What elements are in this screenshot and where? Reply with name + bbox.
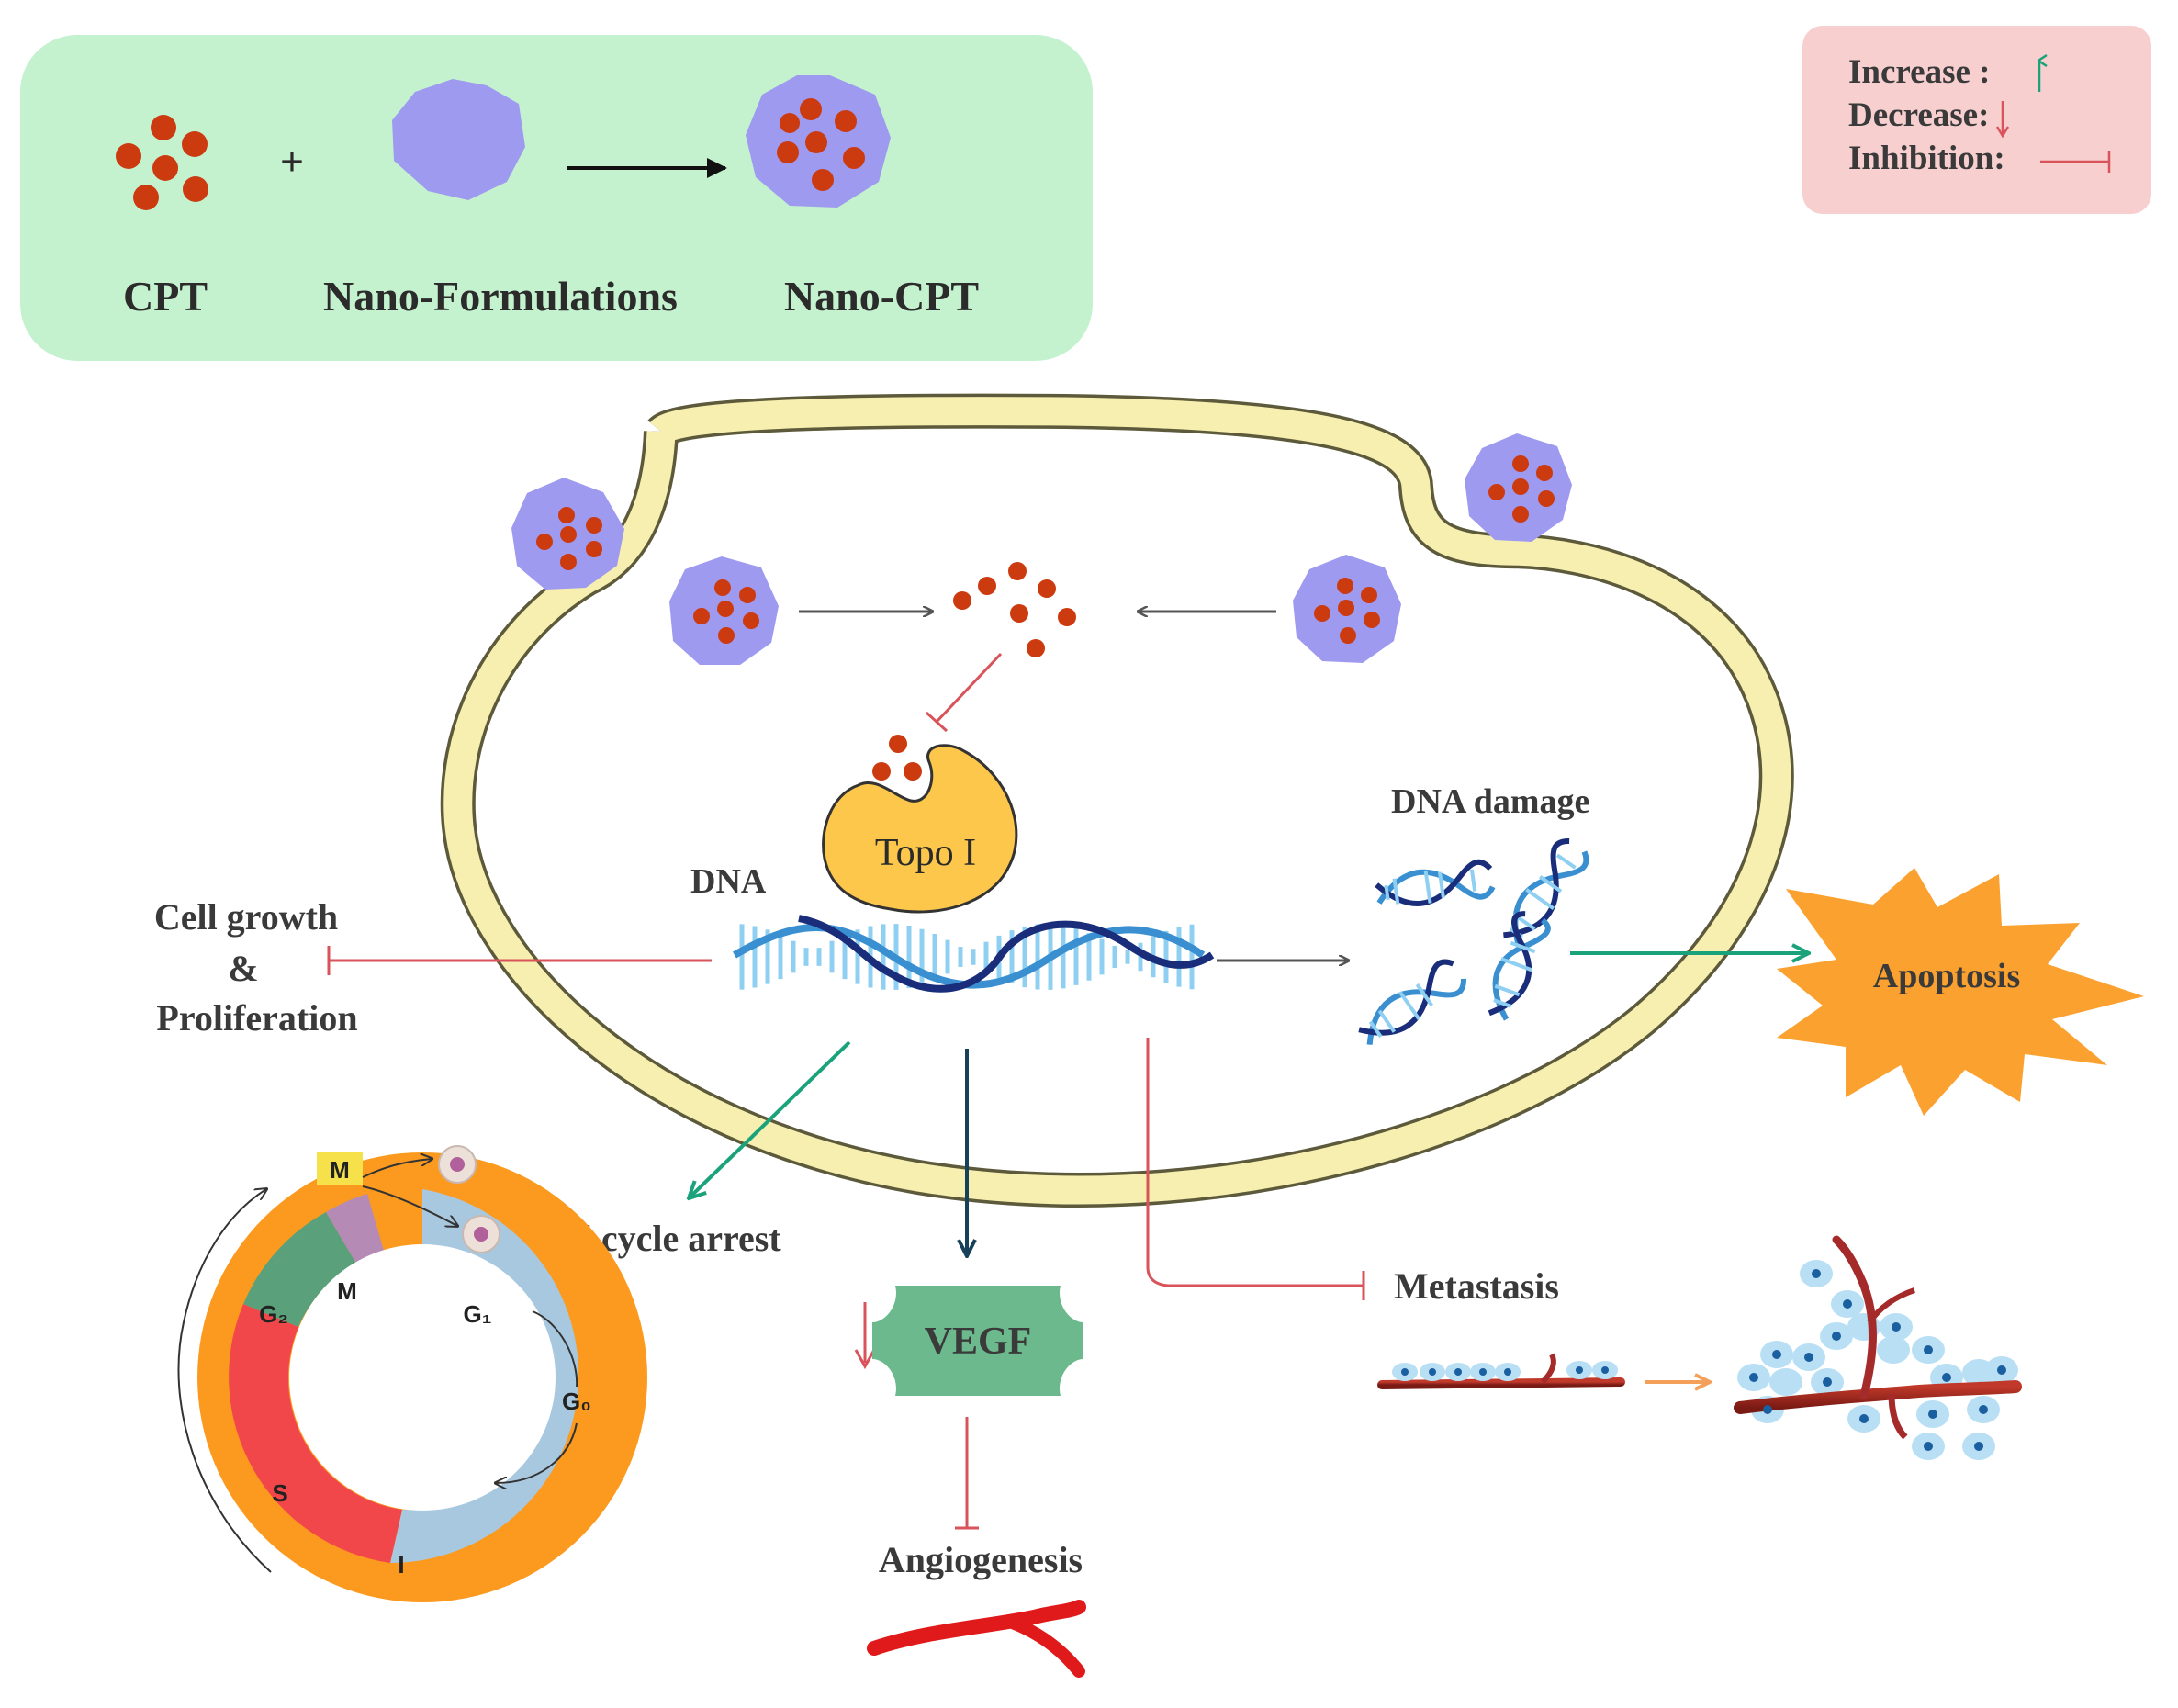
cell-cycle-g0-label: G₀ [562,1388,591,1415]
cell-cycle-i-label: I [398,1551,404,1579]
legend-background [1802,26,2151,214]
cell-growth-label-line1: Cell growth [154,896,338,938]
dna-label: DNA [690,862,767,901]
cell-cycle-wheel: M M G₂ G₁ S I G₀ [177,1145,647,1602]
g0-loop-arrow [496,1310,578,1483]
label-nano-formulations: Nano-Formulations [323,273,678,320]
cell-cycle-g1-segment [390,1189,579,1563]
released-cpt-molecules [953,562,1076,657]
cell-growth-label-line3: Proliferation [156,997,357,1039]
legend-inhibition-label: Inhibition: [1848,140,2005,177]
apoptosis-label: Apoptosis [1873,957,2021,995]
vegf-decrease-arrow-icon [854,1302,876,1370]
cell-cycle-inner-m-label: M [337,1277,357,1305]
cell-cycle-outer-m-box [317,1152,363,1185]
nanoparticle-outer-left [511,478,624,590]
metastasis-early-illustration [1377,1353,1625,1389]
bound-cpt-molecules [872,735,922,781]
cell-cycle-s-label: S [272,1479,287,1507]
dna-rungs [739,924,1195,990]
daughter-cells-icon [362,1145,500,1253]
nanoparticle-inner-left [669,556,779,665]
dna-to-cell-cycle-arrow [689,1040,851,1198]
cell-cycle-s-segment [229,1304,402,1563]
topo-i-label: Topo I [875,832,976,874]
cell-membrane [440,393,1794,1208]
label-cpt: CPT [123,273,208,320]
cpt-inhibits-topo-line [925,652,1003,733]
dna-strand-dark [798,915,1215,993]
vegf-to-angiogenesis-line [955,1417,979,1530]
vegf-badge [872,1286,1083,1396]
nanoparticle-inner-right [1293,555,1401,663]
dna-inhibits-growth-line [327,946,712,975]
legend-decrease-label: Decrease: [1848,96,1989,134]
nano-formulation-icon [392,79,525,200]
cell-cycle-outer-m-label: M [330,1156,350,1184]
angiogenesis-label: Angiogenesis [879,1539,1083,1580]
cell-cycle-m-segment [326,1194,384,1264]
nano-cpt-icon [746,75,891,208]
cell-cycle-direction-arrow [177,1189,272,1573]
metastasis-label: Metastasis [1394,1265,1559,1307]
decrease-arrow-icon [1995,101,2010,139]
vegf-label: VEGF [925,1320,1032,1363]
cell-cycle-g2-label: G₂ [259,1300,288,1328]
topo-i-enzyme [822,744,1018,914]
dna-damage-label: DNA damage [1391,782,1589,821]
cpt-molecules-icon [116,115,208,210]
inhibition-line-icon [2040,151,2111,173]
metastasis-late-illustration [1734,1235,2022,1460]
dna-helix [733,915,1215,993]
label-nano-cpt: Nano-CPT [784,273,979,320]
legend: Increase : Decrease: Inhibition: [1802,26,2151,214]
damaged-dna-fragments [1358,838,1589,1045]
dna-inhibits-metastasis-line [1146,1038,1365,1300]
plus-sign: + [280,138,304,185]
apoptosis-burst [1777,868,2144,1116]
formulation-panel: + CPT Nano-Formulations Nano-CPT [20,35,1093,361]
legend-increase-label: Increase : [1848,53,1990,91]
cell-cycle-g1-label: G₁ [464,1300,492,1328]
nanoparticle-outer-right [1465,433,1572,542]
cell-cycle-g2-segment [243,1212,356,1327]
cell-growth-label-line2: & [228,948,258,989]
blood-vessel-icon [867,1600,1086,1678]
